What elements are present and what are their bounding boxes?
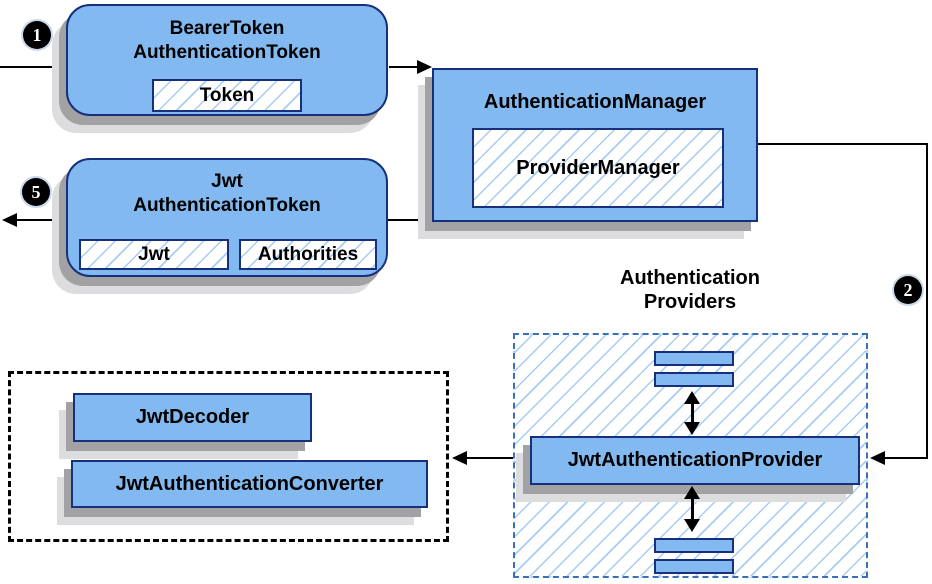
step-badge-2: 2 bbox=[894, 276, 922, 304]
node-bearer-token-authentication-token: BearerToken AuthenticationToken Token bbox=[66, 4, 388, 116]
step-badge-5: 5 bbox=[22, 178, 50, 206]
connector-incoming-request bbox=[0, 66, 66, 68]
arrowhead-outgoing-left bbox=[2, 213, 17, 227]
provider-placeholder-bar bbox=[654, 372, 734, 387]
jwt-token-title-line2: AuthenticationToken bbox=[133, 195, 321, 216]
arrowhead-up-icon bbox=[684, 391, 700, 404]
arrowhead-up-icon bbox=[684, 486, 700, 499]
bearer-token-title-line2: AuthenticationToken bbox=[133, 42, 321, 63]
field-authorities: Authorities bbox=[239, 239, 377, 270]
arrowhead-down-icon bbox=[684, 519, 700, 532]
bearer-token-title: BearerToken AuthenticationToken bbox=[68, 6, 386, 65]
node-jwt-decoder: JwtDecoder bbox=[73, 393, 312, 442]
provider-placeholder-bar bbox=[654, 559, 734, 574]
decoder-converter-group: JwtDecoder JwtAuthenticationConverter bbox=[8, 371, 449, 542]
node-jwt-authentication-provider: JwtAuthenticationProvider bbox=[530, 436, 860, 485]
node-jwt-authentication-converter: JwtAuthenticationConverter bbox=[71, 460, 428, 508]
connector-provider-to-decoder-group bbox=[466, 457, 528, 459]
double-arrow-bottom bbox=[684, 486, 700, 532]
double-arrow-shaft bbox=[690, 398, 694, 428]
step-badge-1: 1 bbox=[23, 21, 51, 49]
arrowhead-into-authentication-manager bbox=[417, 60, 432, 74]
authentication-providers-title-line2: Providers bbox=[643, 291, 737, 313]
authentication-providers-title-line1: Authentication bbox=[620, 267, 760, 289]
double-arrow-top bbox=[684, 391, 700, 435]
jwt-token-title: Jwt AuthenticationToken bbox=[68, 160, 386, 218]
double-arrow-shaft bbox=[690, 493, 694, 525]
provider-placeholder-bar bbox=[654, 538, 734, 553]
authentication-providers-title: Authentication Providers bbox=[535, 266, 845, 314]
authentication-providers-group: JwtAuthenticationProvider bbox=[513, 333, 868, 578]
field-token: Token bbox=[152, 79, 302, 112]
arrowhead-down-icon bbox=[684, 422, 700, 435]
connector-right-vertical bbox=[926, 143, 928, 459]
node-authentication-manager: AuthenticationManager ProviderManager bbox=[432, 68, 758, 222]
bearer-token-title-line1: BearerToken bbox=[169, 18, 285, 39]
inner-provider-manager: ProviderManager bbox=[472, 128, 724, 208]
connector-jwt-token-out bbox=[15, 219, 66, 221]
connector-into-provider bbox=[884, 457, 928, 459]
node-jwt-authentication-token: Jwt AuthenticationToken Jwt Authorities bbox=[66, 158, 388, 277]
arrowhead-into-decoder-group bbox=[452, 451, 467, 465]
connector-bearer-to-manager bbox=[389, 66, 419, 68]
arrowhead-into-jwt-authentication-provider bbox=[870, 451, 885, 465]
authentication-manager-title: AuthenticationManager bbox=[483, 91, 707, 113]
connector-manager-right bbox=[758, 143, 928, 145]
connector-manager-to-jwt-token bbox=[388, 219, 433, 221]
jwt-token-title-line1: Jwt bbox=[211, 171, 243, 192]
field-jwt: Jwt bbox=[79, 239, 229, 270]
provider-placeholder-bar bbox=[654, 351, 734, 366]
